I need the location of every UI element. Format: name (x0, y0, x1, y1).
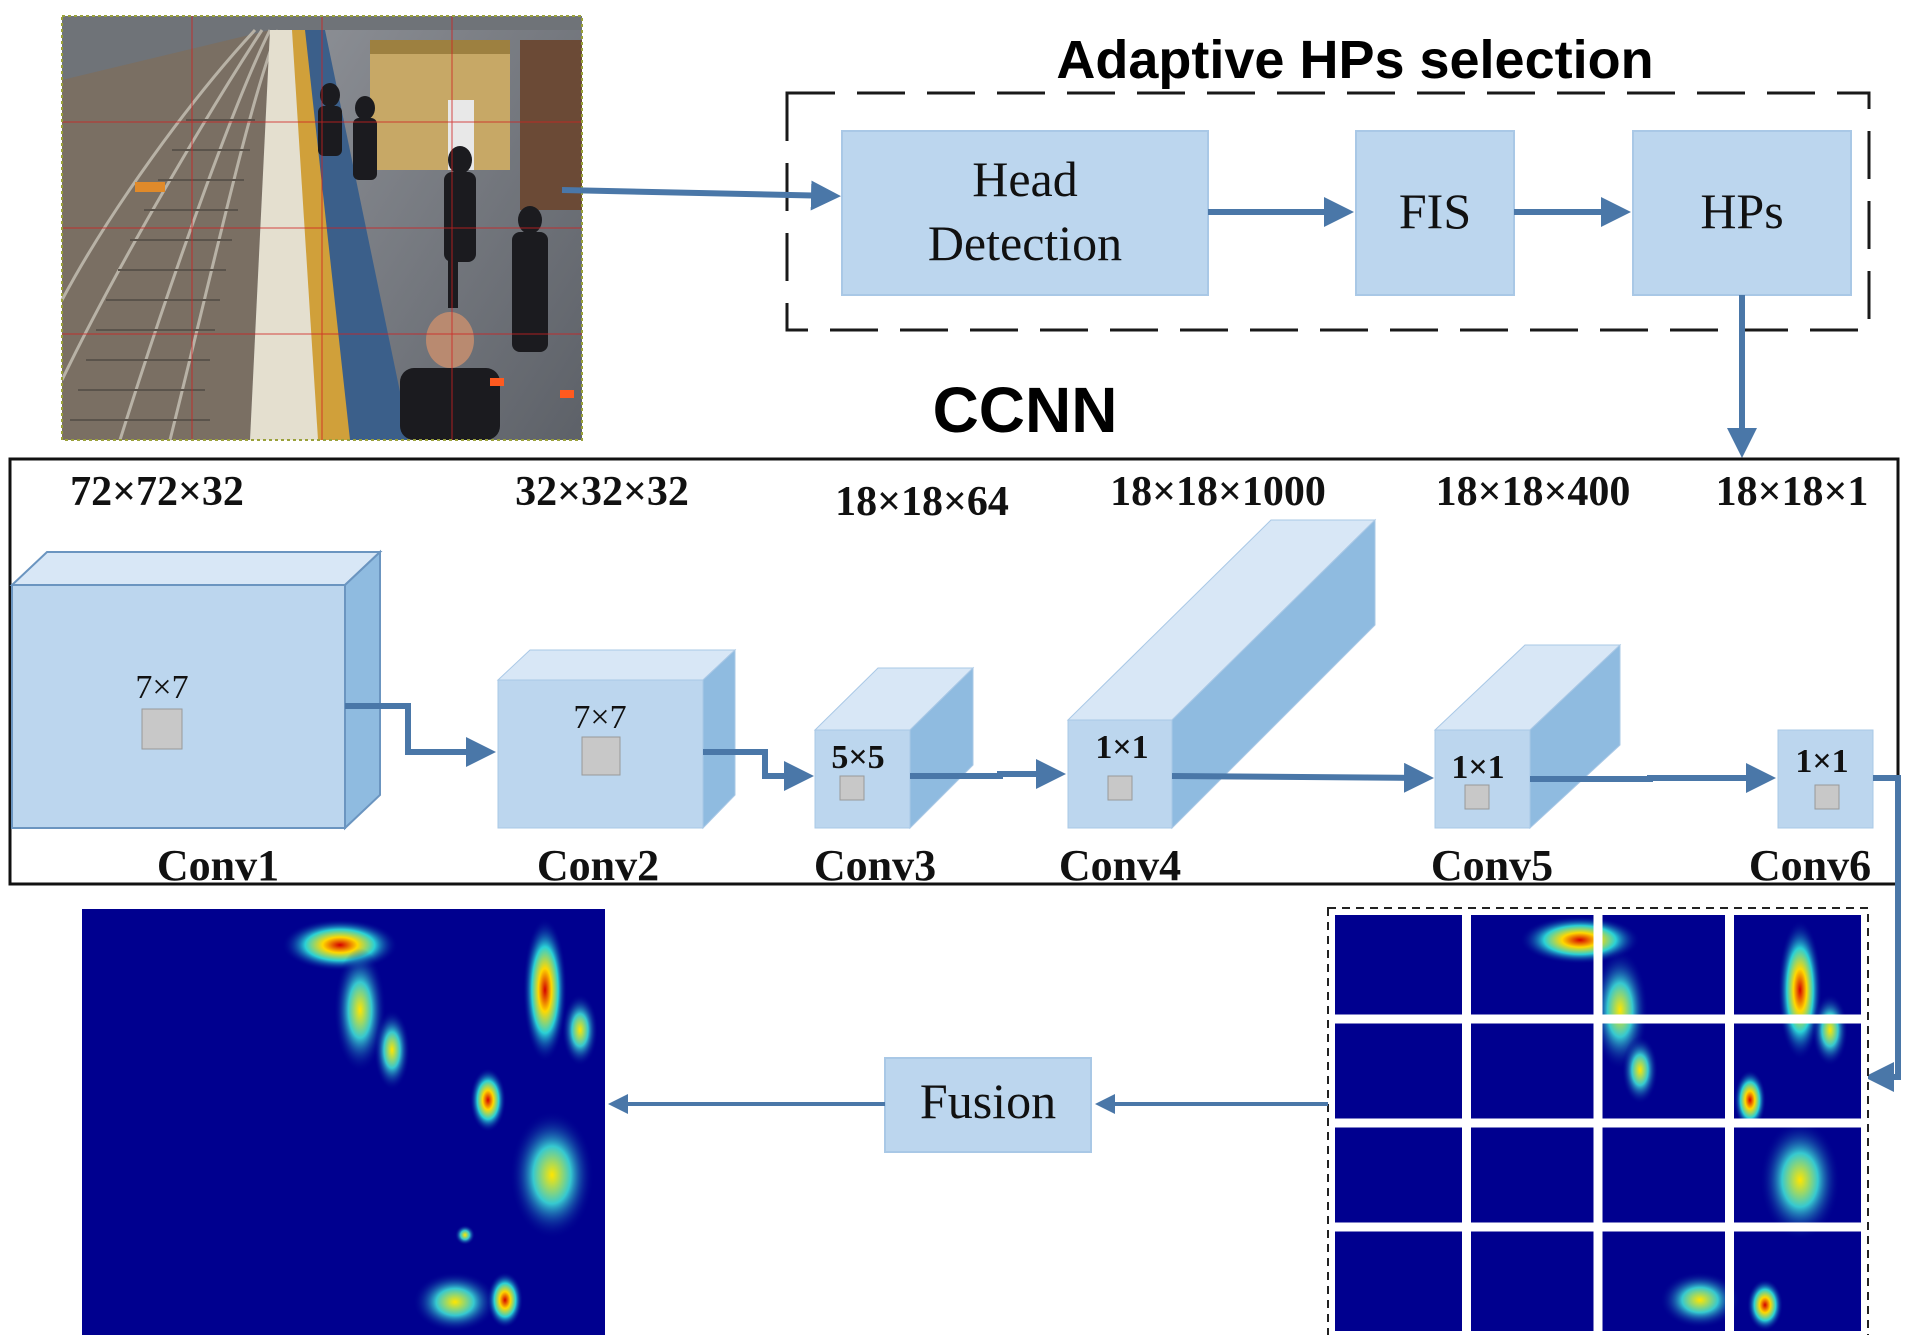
conv2-kernel (581, 736, 621, 776)
conv1-block: 7×7 (9, 549, 383, 831)
hps-box: HPs (1632, 130, 1852, 296)
arrow-conv3-to-conv4 (910, 759, 1066, 789)
conv4-dims: 18×18×1000 (1110, 469, 1326, 515)
ccnn-frame (8, 457, 1900, 886)
arrow-conv1-to-conv2 (345, 703, 496, 767)
conv1-dims: 72×72×32 (70, 469, 244, 515)
patch-cell (1335, 1227, 1467, 1331)
conv2-name: Conv2 (537, 841, 659, 890)
patch-cell (1335, 1019, 1467, 1123)
output-density-map (82, 909, 605, 1335)
patch-cell (1466, 1019, 1598, 1123)
arrow-conv2-to-conv3 (703, 749, 814, 791)
conv1-kernel (141, 708, 183, 750)
conv6-dims: 18×18×1 (1716, 469, 1869, 515)
conv1-kernel-label: 7×7 (135, 669, 188, 706)
head-detection-line2: Detection (928, 215, 1122, 271)
conv3-name: Conv3 (814, 841, 936, 890)
conv3-block: 5×5 (813, 666, 975, 830)
conv5-kernel (1464, 784, 1490, 810)
arrow-image-to-head-detection (561, 180, 841, 211)
arrow-conv4-to-conv5 (1171, 762, 1434, 793)
fusion-label: Fusion (920, 1073, 1056, 1129)
conv5-name: Conv5 (1431, 841, 1553, 890)
arrow-conv6-to-patches (1864, 775, 1901, 1092)
conv2-kernel-label: 7×7 (573, 699, 626, 736)
conv3-dims: 18×18×64 (835, 479, 1009, 525)
head-detection-line1: Head (972, 151, 1078, 207)
conv6-block: 1×1 (1777, 729, 1874, 829)
fis-label: FIS (1399, 183, 1471, 239)
conv5-block: 1×1 (1433, 643, 1622, 830)
fis-box: FIS (1355, 130, 1515, 296)
patch-heat-regions (1520, 916, 1848, 1331)
conv2-block: 7×7 (496, 648, 737, 830)
hps-label: HPs (1700, 183, 1783, 239)
conv6-name: Conv6 (1749, 841, 1871, 890)
patch-density-grid (1327, 907, 1869, 1335)
conv6-kernel (1814, 784, 1840, 810)
conv5-dims: 18×18×400 (1436, 469, 1631, 515)
fusion-box: Fusion (884, 1057, 1092, 1153)
conv4-name: Conv4 (1059, 841, 1181, 890)
conv2-dims: 32×32×32 (515, 469, 689, 515)
arrow-conv5-to-conv6 (1530, 763, 1776, 793)
conv3-kernel (839, 775, 865, 801)
conv5-kernel-label: 1×1 (1451, 749, 1504, 786)
conv3-kernel-label: 5×5 (831, 739, 884, 776)
patch-cell (1466, 1227, 1598, 1331)
conv6-kernel-label: 1×1 (1795, 743, 1848, 780)
adaptive-selection-frame (785, 91, 1871, 332)
conv4-block: 1×1 (1066, 518, 1377, 830)
conv1-name: Conv1 (157, 841, 279, 890)
patch-cell (1335, 1123, 1467, 1227)
ccnn-title: CCNN (933, 374, 1118, 446)
adaptive-selection-title: Adaptive HPs selection (1056, 30, 1653, 90)
patch-cell (1466, 1123, 1598, 1227)
patch-cell (1598, 1123, 1730, 1227)
patch-cell (1335, 915, 1467, 1019)
conv4-kernel-label: 1×1 (1095, 729, 1148, 766)
conv4-kernel (1107, 775, 1133, 801)
head-detection-box: Head Detection (841, 130, 1209, 296)
input-crowd-image (60, 15, 583, 441)
